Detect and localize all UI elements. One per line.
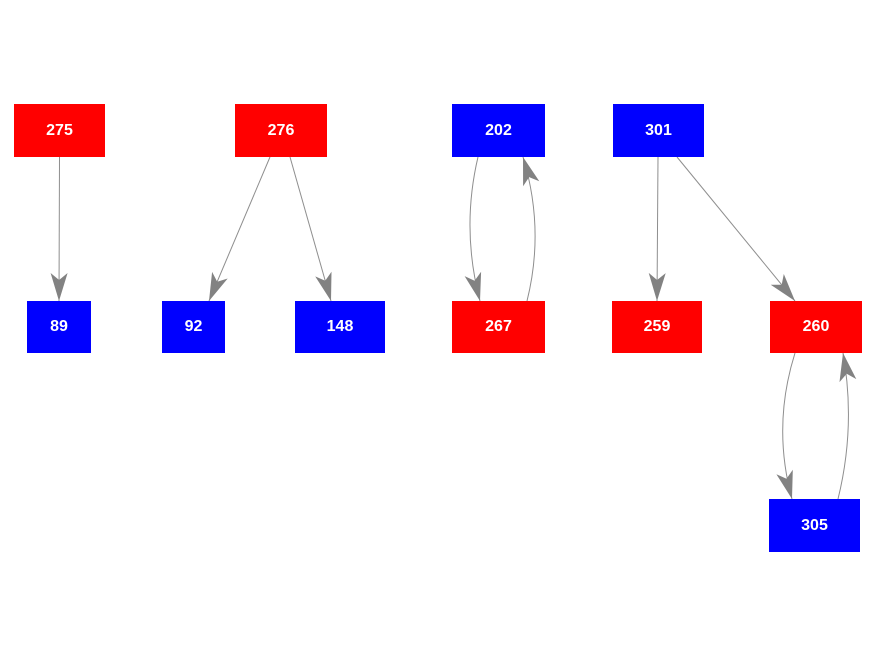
edge-301-259: [648, 156, 666, 302]
node-label: 259: [643, 318, 671, 335]
node-148: 148: [295, 301, 385, 353]
node-276: 276: [235, 104, 327, 157]
node-301: 301: [613, 104, 704, 157]
edge-260-305: [776, 352, 796, 500]
node-275: 275: [14, 104, 105, 157]
node-label: 92: [184, 318, 203, 335]
node-label: 260: [802, 318, 830, 335]
arrowhead-icon: [464, 271, 482, 301]
node-259: 259: [612, 301, 702, 353]
edge-267-202: [522, 156, 540, 302]
edge-276-92: [208, 156, 271, 302]
node-label: 276: [267, 121, 295, 139]
arrowhead-icon: [776, 469, 793, 499]
edge-301-260: [676, 156, 796, 302]
arrowhead-icon: [648, 272, 666, 301]
node-305: 305: [769, 499, 860, 552]
node-202: 202: [452, 104, 545, 157]
node-267: 267: [452, 301, 545, 353]
node-260: 260: [770, 301, 862, 353]
arrowhead-icon: [315, 271, 332, 301]
arrowhead-icon: [839, 353, 857, 383]
node-label: 305: [801, 516, 828, 534]
edge-276-148: [289, 156, 332, 302]
node-label: 148: [326, 318, 354, 335]
arrowhead-icon: [523, 157, 540, 187]
edge-202-267: [464, 156, 482, 302]
node-label: 267: [485, 318, 512, 335]
edge-275-89: [50, 156, 68, 302]
edge-305-260: [837, 352, 857, 500]
arrowhead-icon: [770, 274, 795, 301]
arrowhead-icon: [50, 273, 68, 301]
node-label: 275: [46, 121, 73, 139]
node-label: 202: [485, 121, 512, 139]
node-label: 301: [645, 121, 672, 139]
node-89: 89: [27, 301, 91, 353]
node-92: 92: [162, 301, 225, 353]
arrowhead-icon: [209, 271, 228, 301]
node-label: 89: [50, 318, 68, 335]
